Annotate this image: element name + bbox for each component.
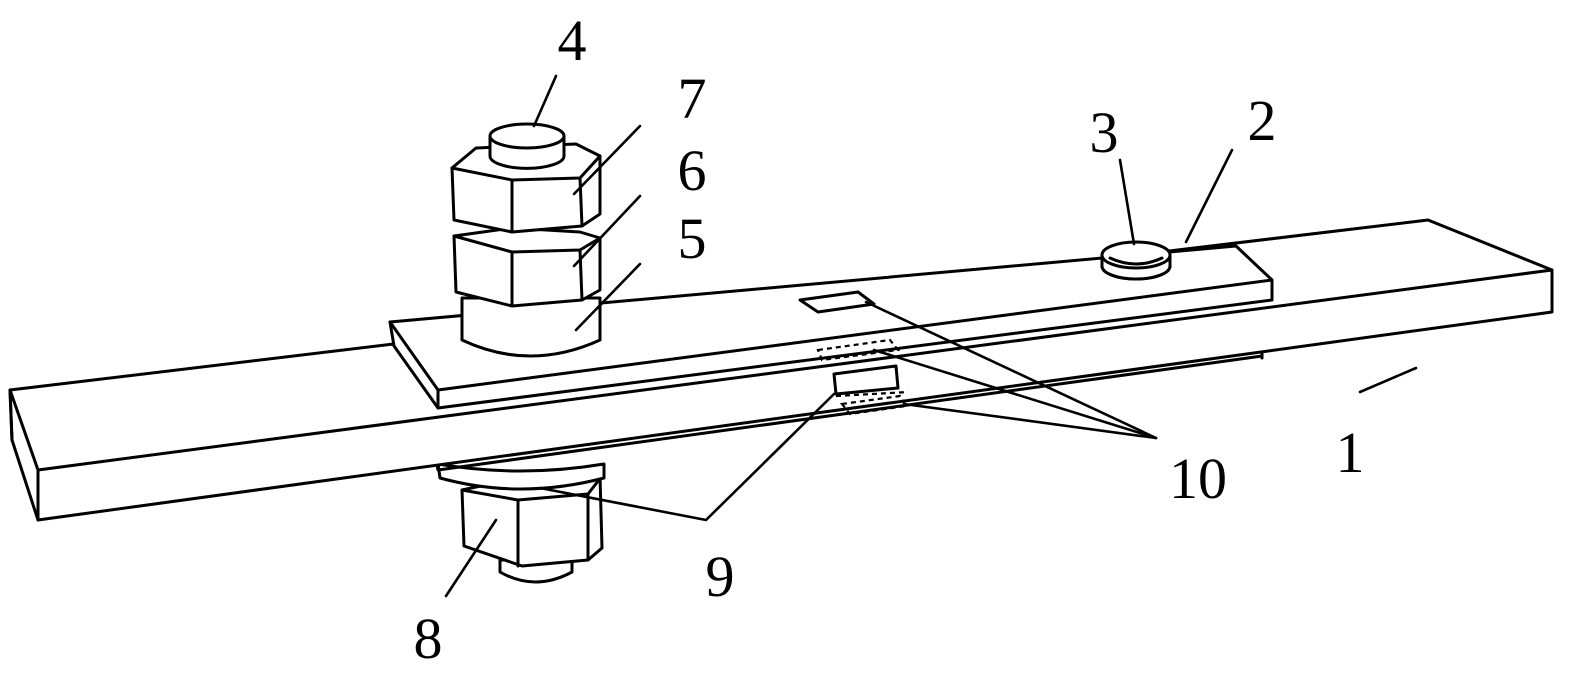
label-9: 9 [706, 544, 735, 609]
label-5: 5 [678, 206, 707, 271]
bolt-3 [1102, 242, 1170, 279]
top-bolt-stack [452, 124, 600, 356]
main-bar-1 [10, 220, 1552, 520]
label-1: 1 [1336, 420, 1365, 485]
label-4: 4 [558, 8, 587, 73]
label-7: 7 [678, 66, 707, 131]
label-3: 3 [1090, 100, 1119, 165]
label-2: 2 [1248, 88, 1277, 153]
label-8: 8 [414, 606, 443, 671]
label-10: 10 [1169, 446, 1227, 511]
bottom-nut-8 [438, 464, 604, 582]
label-6: 6 [678, 138, 707, 203]
